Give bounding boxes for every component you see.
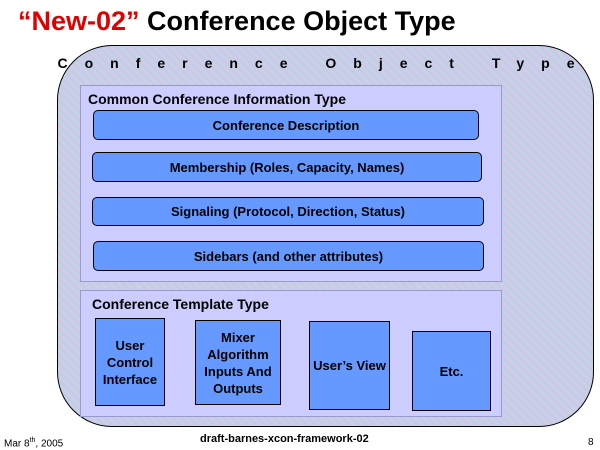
template-label: Conference Template Type [92,296,269,312]
sidebars-bar: Sidebars (and other attributes) [93,241,484,271]
title-rest: Conference Object Type [139,6,456,36]
slide-title: “New-02” Conference Object Type [18,6,456,37]
membership-bar: Membership (Roles, Capacity, Names) [92,152,482,182]
date-sup: th [29,437,36,444]
date-text: Mar 8 [4,438,30,450]
user-control-interface-box: User Control Interface [95,318,165,406]
footer-date: Mar 8th, 2005 [4,437,63,449]
users-view-box: User’s View [309,321,390,410]
common-info-label: Common Conference Information Type [88,91,346,107]
conference-object-label: Conference Object Type [57,55,592,71]
conference-description-bar: Conference Description [93,110,479,140]
mixer-algorithm-box: Mixer Algorithm Inputs And Outputs [195,320,281,405]
title-quoted: “New-02” [18,6,140,36]
page-number: 8 [588,437,594,448]
signaling-bar: Signaling (Protocol, Direction, Status) [92,197,484,226]
footer-draft: draft-barnes-xcon-framework-02 [200,433,369,445]
date-year: , 2005 [35,438,64,450]
etc-box: Etc. [412,331,491,411]
